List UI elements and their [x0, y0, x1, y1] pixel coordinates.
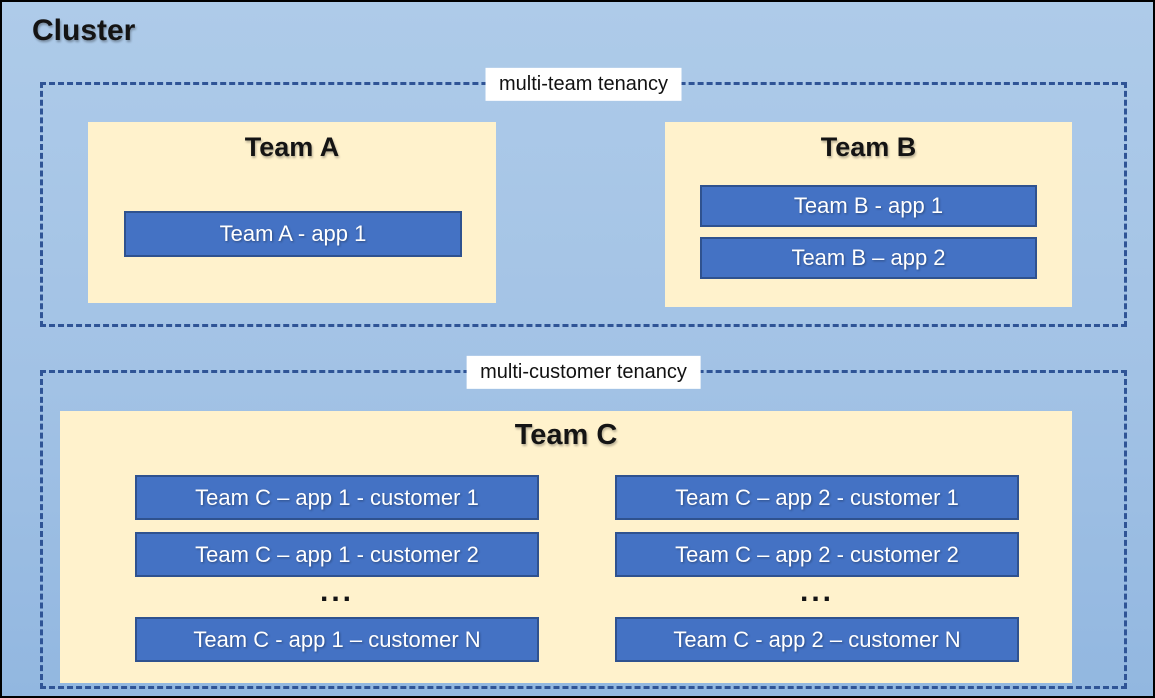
team-c-app2-customer-1: Team C – app 2 - customer 1 [615, 475, 1019, 520]
team-c-app2-ellipsis: ... [799, 575, 834, 608]
team-c-app2-customer-2: Team C – app 2 - customer 2 [615, 532, 1019, 577]
team-c-title: Team C [514, 419, 618, 451]
team-c-app1-customer-1: Team C – app 1 - customer 1 [135, 475, 539, 520]
team-c-app1-ellipsis: ... [319, 575, 354, 608]
cluster-title: Cluster [32, 14, 136, 47]
team-b-title: Team B [820, 132, 917, 162]
multi-team-tenancy-box: multi-team tenancy Team A Team A - app 1… [40, 67, 1127, 327]
team-b-box: Team B Team B - app 1 Team B – app 2 [665, 122, 1072, 307]
multi-customer-tenancy-box: multi-customer tenancy Team C Team C – a… [40, 355, 1127, 689]
team-c-app2-customer-n: Team C - app 2 – customer N [615, 617, 1019, 662]
team-b-app-2: Team B – app 2 [700, 237, 1037, 279]
team-a-title: Team A [244, 132, 340, 162]
team-a-app-1: Team A - app 1 [124, 211, 462, 257]
team-b-app-1: Team B - app 1 [700, 185, 1037, 227]
team-c-app1-customer-2: Team C – app 1 - customer 2 [135, 532, 539, 577]
multi-customer-tenancy-label: multi-customer tenancy [466, 355, 701, 389]
team-c-box: Team C Team C – app 1 - customer 1 Team … [60, 411, 1072, 683]
team-c-app1-customer-n: Team C - app 1 – customer N [135, 617, 539, 662]
multi-team-tenancy-label: multi-team tenancy [485, 67, 682, 101]
team-a-box: Team A Team A - app 1 [88, 122, 496, 303]
